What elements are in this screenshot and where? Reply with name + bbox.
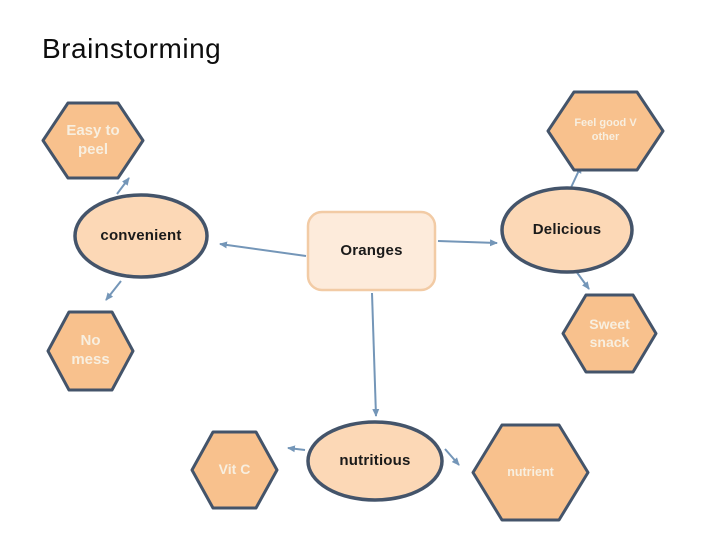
node-shape-oranges-center[interactable] [306,210,437,292]
node-shape-easy-to-peel[interactable] [41,101,145,180]
connector-oranges-to-delicious [437,239,498,247]
connector-oranges-to-convenient [219,241,307,257]
connector-convenient-to-easy-to-peel [116,177,130,195]
node-shape-convenient[interactable] [73,193,209,279]
node-shape-nutrient[interactable] [471,423,590,522]
connector-nutritious-to-vit-c [287,445,306,453]
node-shape-vit-c[interactable] [190,430,279,510]
node-shape-no-mess[interactable] [46,310,135,392]
connector-nutritious-to-nutrient [444,448,460,466]
node-shape-sweet-snack[interactable] [561,293,658,374]
connector-oranges-to-nutritious [371,292,380,417]
node-shape-delicious[interactable] [500,186,634,274]
node-shape-nutritious[interactable] [306,420,444,502]
connector-convenient-to-no-mess [105,280,122,301]
page-title: Brainstorming [42,33,222,64]
node-shape-feel-good[interactable] [546,90,665,172]
